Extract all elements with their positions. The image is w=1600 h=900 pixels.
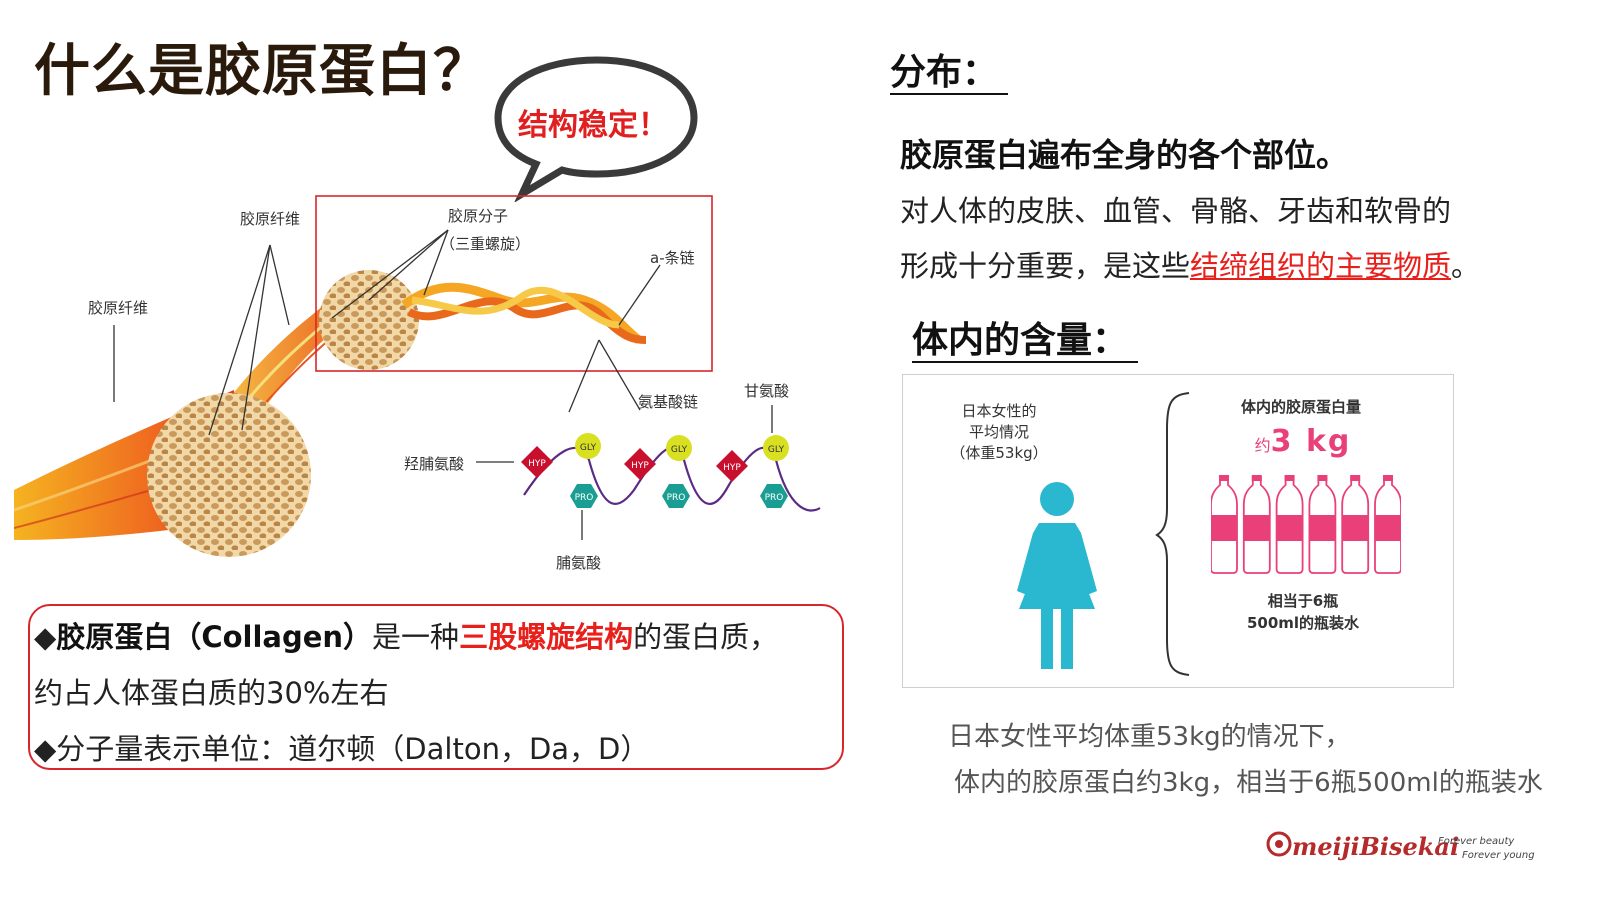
label-glycine: 甘氨酸 bbox=[744, 382, 790, 400]
label-alpha-chain: a-条链 bbox=[650, 249, 695, 267]
panel-left-line-1: 日本女性的 bbox=[961, 402, 1037, 420]
water-bottle-icon bbox=[1341, 475, 1370, 574]
speech-bubble bbox=[494, 56, 698, 202]
gly-tag: GLY bbox=[671, 445, 688, 455]
label-fiber-left: 胶原纤维 bbox=[88, 299, 149, 317]
label-amino-chain: 氨基酸链 bbox=[638, 393, 699, 411]
caption-line-2: 体内的胶原蛋白约3kg，相当于6瓶500ml的瓶装水 bbox=[954, 768, 1543, 798]
page-title: 什么是胶原蛋白？ bbox=[34, 39, 490, 104]
distribution-line-1: 对人体的皮肤、血管、骨骼、牙齿和软骨的 bbox=[900, 194, 1452, 228]
collagen-structure-diagram: HYP HYP HYP GLY GLY GLY PRO PRO PRO bbox=[14, 195, 821, 557]
connective-tissue-highlight: 结缔组织的主要物质 bbox=[1190, 249, 1452, 283]
distribution-text: 形成十分重要，是这些 bbox=[900, 249, 1191, 283]
fiber-cross-section bbox=[147, 393, 311, 557]
caption-line-1: 日本女性平均体重53kg的情况下， bbox=[948, 722, 1351, 752]
pro-tag: PRO bbox=[575, 493, 594, 503]
water-bottle-icon bbox=[1308, 475, 1337, 574]
bubble-text: 结构稳定！ bbox=[518, 108, 668, 143]
info-line-1: ◆胶原蛋白（Collagen）是一种三股螺旋结构的蛋白质， bbox=[34, 614, 778, 656]
brand-tagline-1: Forever beauty bbox=[1438, 836, 1515, 847]
label-hydroxyproline: 羟脯氨酸 bbox=[404, 455, 465, 473]
pro-nodes: PRO PRO PRO bbox=[570, 484, 788, 508]
collagen-info-box: ◆胶原蛋白（Collagen）是一种三股螺旋结构的蛋白质， 约占人体蛋白质的30… bbox=[28, 604, 844, 770]
highlight-box bbox=[315, 195, 713, 372]
brace-icon bbox=[1155, 392, 1190, 676]
panel-equivalent-line-2: 500ml的瓶装水 bbox=[1246, 614, 1360, 632]
collagen-amount-infographic: 日本女性的 平均情况 （体重53kg） 体内的胶原蛋白量 约3 kg 相当于6瓶… bbox=[902, 374, 1454, 688]
water-bottle-icon bbox=[1210, 475, 1238, 574]
brand-name: meijiBisekai bbox=[1292, 832, 1460, 861]
distribution-line-2: 形成十分重要，是这些结缔组织的主要物质。 bbox=[900, 243, 1480, 285]
triple-helix-highlight: 三股螺旋结构 bbox=[459, 620, 634, 654]
fibril-cross-section bbox=[319, 270, 419, 370]
info-text: 是一种 bbox=[372, 620, 460, 654]
gly-tag: GLY bbox=[768, 445, 785, 455]
water-bottle-icon bbox=[1374, 475, 1402, 574]
gly-tag: GLY bbox=[580, 443, 597, 453]
bullet: ◆ bbox=[34, 620, 57, 654]
hyp-tag: HYP bbox=[528, 459, 546, 469]
pro-tag: PRO bbox=[765, 493, 784, 503]
brand-tagline-2: Forever young bbox=[1462, 850, 1535, 861]
gly-nodes: GLY GLY GLY bbox=[575, 433, 789, 461]
panel-equivalent-line-1: 相当于6瓶 bbox=[1267, 592, 1339, 610]
panel-left-line-3: （体重53kg） bbox=[950, 444, 1048, 462]
water-bottle-icon bbox=[1275, 475, 1304, 574]
distribution-summary: 胶原蛋白遍布全身的各个部位。 bbox=[900, 136, 1349, 174]
water-bottles bbox=[1210, 475, 1402, 575]
info-line-3: ◆分子量表示单位：道尔顿（Dalton，Da，D） bbox=[34, 732, 650, 766]
distribution-heading: 分布： bbox=[890, 52, 1009, 96]
approx-label: 约 bbox=[1254, 436, 1271, 455]
woman-icon bbox=[1017, 482, 1097, 669]
info-text: 的蛋白质， bbox=[633, 620, 779, 654]
amount-value: 3 kg bbox=[1270, 424, 1352, 459]
pro-tag: PRO bbox=[667, 493, 686, 503]
label-triple-helix: （三重螺旋） bbox=[440, 235, 531, 253]
panel-amount: 约3 kg bbox=[1255, 421, 1352, 463]
info-line-2: 约占人体蛋白质的30%左右 bbox=[34, 676, 389, 710]
meiji-logo-icon bbox=[1266, 831, 1292, 857]
water-bottle-icon bbox=[1242, 475, 1271, 574]
label-proline: 脯氨酸 bbox=[556, 554, 602, 572]
hyp-tag: HYP bbox=[723, 463, 741, 473]
panel-right-title: 体内的胶原蛋白量 bbox=[1240, 398, 1362, 416]
bottles-svg bbox=[1210, 475, 1402, 574]
hyp-tag: HYP bbox=[631, 461, 649, 471]
content-heading: 体内的含量： bbox=[912, 320, 1139, 364]
hyp-nodes: HYP HYP HYP bbox=[521, 446, 748, 482]
label-molecule: 胶原分子 bbox=[448, 207, 509, 225]
collagen-term: 胶原蛋白（Collagen） bbox=[56, 620, 373, 654]
label-fiber-top: 胶原纤维 bbox=[240, 210, 301, 228]
panel-left-line-2: 平均情况 bbox=[968, 423, 1030, 441]
distribution-text: 。 bbox=[1451, 249, 1481, 283]
